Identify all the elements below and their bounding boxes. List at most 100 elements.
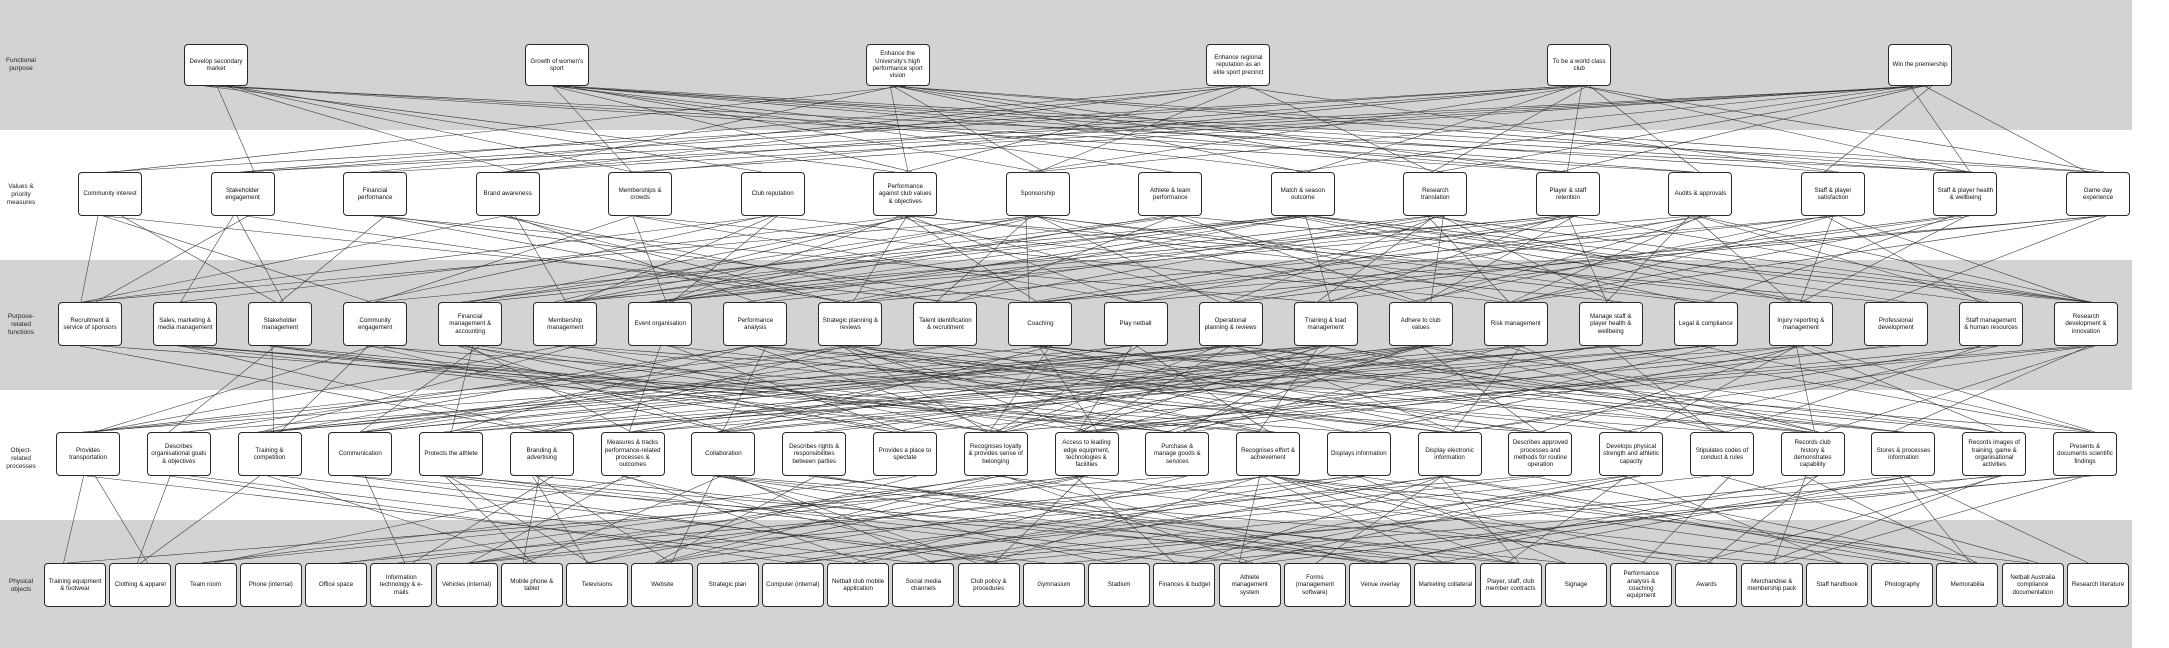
node-manage-staff-and-player-health-and-wellbeing: Manage staff & player health & wellbeing [1578,302,1643,346]
node-research-translation: Research translation [1403,172,1468,216]
node-netball-australia-compliance-documentation: Netball Australia compliance documentati… [2001,563,2064,607]
node-community-interest: Community interest [78,172,142,216]
node-provides-a-place-to-spectate: Provides a place to spectate [872,432,937,476]
node-stadium: Stadium [1088,563,1151,607]
node-stakeholder-engagement: Stakeholder engagement [210,172,275,216]
node-photography: Photography [1871,563,1934,607]
node-strategic-plan: Strategic plan [696,563,759,607]
node-to-be-a-world-class-club: To be a world class club [1547,44,1612,86]
node-financial-performance: Financial performance [343,172,408,216]
node-operational-planning-and-reviews: Operational planning & reviews [1198,302,1263,346]
node-performance-analysis-and-coaching-equipment: Performance analysis & coaching equipmen… [1610,563,1673,607]
node-protects-the-athlete: Protects the athlete [419,432,484,476]
node-memberships-and-crowds: Memberships & crowds [608,172,673,216]
node-marketing-collateral: Marketing collateral [1414,563,1477,607]
node-measures-and-tracks-performance-related-processe: Measures & tracks performance-related pr… [600,432,665,476]
node-play-netball: Play netball [1103,302,1168,346]
node-awards: Awards [1675,563,1738,607]
node-brand-awareness: Brand awareness [475,172,540,216]
level-label-purpose-related-functions: Purpose-related functions [7,313,35,336]
node-adhere-to-club-values: Adhere to club values [1388,302,1453,346]
level-label-physical-objects: Physical objects [8,578,34,593]
node-staff-handbook: Staff handbook [1805,563,1868,607]
node-finances-and-budget: Finances & budget [1153,563,1216,607]
node-match-and-season-outcome: Match & season outcome [1270,172,1335,216]
node-develop-secondary-market: Develop secondary market [184,44,248,86]
node-talent-identification-and-recruitment: Talent identification & recruitment [913,302,978,346]
node-sponsorship: Sponsorship [1005,172,1070,216]
node-venue-overlay: Venue overlay [1349,563,1412,607]
node-website: Website [631,563,694,607]
node-stores-and-processes-information: Stores & processes information [1871,432,1936,476]
node-injury-reporting-and-management: Injury reporting & management [1768,302,1833,346]
node-enhance-the-university-s-high-performance-sport-: Enhance the University's high performanc… [865,44,930,86]
node-gymnasium: Gymnasium [1022,563,1085,607]
level-label-object-related-processes: Object-related processes [6,447,36,470]
node-collaboration: Collaboration [691,432,756,476]
node-enhance-regional-reputation-as-an-elite-sport-pr: Enhance regional reputation as an elite … [1206,44,1271,86]
node-performance-against-club-values-and-objectives: Performance against club values & object… [873,172,938,216]
node-community-engagement: Community engagement [343,302,408,346]
node-strategic-planning-and-reviews: Strategic planning & reviews [818,302,883,346]
node-computer-internal: Computer (internal) [761,563,824,607]
node-player-staff-club-member-contracts: Player, staff, club member contracts [1479,563,1542,607]
node-event-organisation: Event organisation [628,302,693,346]
node-records-club-history-and-demonstrates-capability: Records club history & demonstrates capa… [1780,432,1845,476]
node-provides-transportation: Provides transportation [56,432,120,476]
node-performance-analysis: Performance analysis [723,302,788,346]
node-purchase-and-manage-goods-and-services: Purchase & manage goods & services [1145,432,1210,476]
node-legal-and-compliance: Legal & compliance [1673,302,1738,346]
node-displays-information: Displays information [1326,432,1391,476]
node-research-development-and-innovation: Research development & innovation [2054,302,2118,346]
node-mobile-phone-and-tablet: Mobile phone & tablet [500,563,563,607]
level-label-values-priority-measures: Values & priority measures [6,183,36,206]
node-athlete-and-team-performance: Athlete & team performance [1138,172,1203,216]
node-information-technology-and-e-mails: Information technology & e-mails [370,563,433,607]
node-risk-management: Risk management [1483,302,1548,346]
node-club-reputation: Club reputation [740,172,805,216]
node-recruitment-and-service-of-sponsors: Recruitment & service of sponsors [58,302,122,346]
node-research-literature: Research literature [2067,563,2129,607]
node-staff-management-and-human-resources: Staff management & human resources [1958,302,2023,346]
node-growth-of-women-s-sport: Growth of women's sport [524,44,589,86]
node-sales-marketing-and-media-management: Sales, marketing & media management [153,302,218,346]
node-team-room: Team room [174,563,237,607]
node-training-equipment-and-footwear: Training equipment & footwear [44,563,106,607]
node-vehicles-internal: Vehicles (internal) [435,563,498,607]
node-signage: Signage [1544,563,1607,607]
node-access-to-leading-edge-equipment-technologies-an: Access to leading edge equipment, techno… [1054,432,1119,476]
node-clothing-and-apparel: Clothing & apparel [109,563,172,607]
node-staff-and-player-health-and-wellbeing: Staff & player health & wellbeing [1933,172,1998,216]
node-netball-club-mobile-application: Netball club mobile application [827,563,890,607]
node-describes-organisational-goals-and-objectives: Describes organisational goals & objecti… [146,432,211,476]
node-memorabilia: Memorabilia [1936,563,1999,607]
node-recognises-loyalty-and-provides-sense-of-belongi: Recognises loyalty & provides sense of b… [963,432,1028,476]
node-merchandise-and-membership-pack: Merchandise & membership pack [1740,563,1803,607]
node-records-images-of-training-game-and-organisation: Records images of training, game & organ… [1962,432,2027,476]
node-audits-and-approvals: Audits & approvals [1668,172,1733,216]
node-develops-physical-strength-and-athletic-capacity: Develops physical strength and athletic … [1599,432,1664,476]
node-office-space: Office space [305,563,368,607]
node-club-policy-and-procedures: Club policy & procedures [957,563,1020,607]
node-phone-internal: Phone (internal) [239,563,302,607]
node-social-media-channels: Social media channels [892,563,955,607]
level-label-functional-purpose: Functional purpose [6,57,36,72]
node-branding-and-advertising: Branding & advertising [509,432,574,476]
node-staff-and-player-satisfaction: Staff & player satisfaction [1800,172,1865,216]
node-communication: Communication [328,432,393,476]
node-recognises-effort-and-achievement: Recognises effort & achievement [1236,432,1301,476]
node-professional-development: Professional development [1863,302,1928,346]
node-presents-and-documents-scientific-findings: Presents & documents scientific findings [2053,432,2117,476]
node-televisions: Televisions [566,563,629,607]
node-stakeholder-management: Stakeholder management [248,302,313,346]
node-win-the-premiership: Win the premiership [1888,44,1952,86]
node-forms-management-software: Forms (management software) [1283,563,1346,607]
node-membership-management: Membership management [533,302,598,346]
node-financial-management-and-accounting: Financial management & accounting [438,302,503,346]
node-display-electronic-information: Display electronic information [1417,432,1482,476]
node-training-and-competition: Training & competition [237,432,302,476]
node-athlete-management-system: Athlete management system [1218,563,1281,607]
node-coaching: Coaching [1008,302,1073,346]
node-describes-approved-processes-and-methods-for-rou: Describes approved processes and methods… [1508,432,1573,476]
